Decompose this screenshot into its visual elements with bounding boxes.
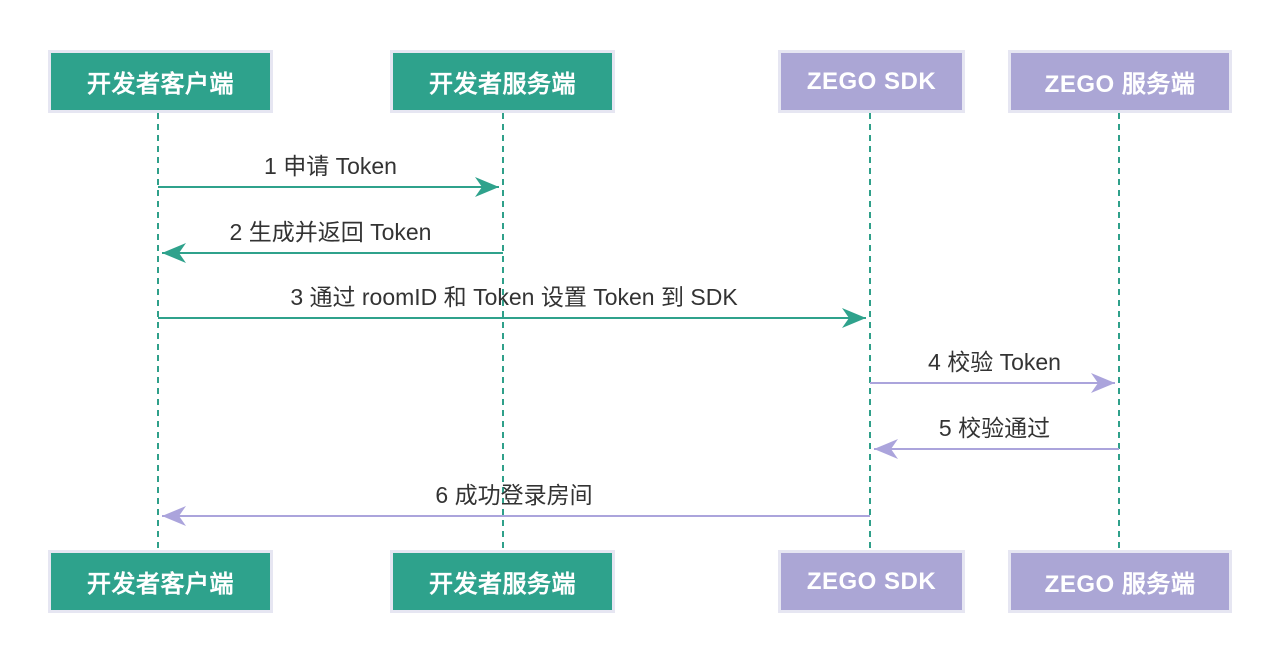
actor-top-developer-client: 开发者客户端 (48, 50, 273, 113)
actor-bottom-developer-server: 开发者服务端 (390, 550, 615, 613)
actor-bottom-zego-server: ZEGO 服务端 (1008, 550, 1232, 613)
actor-bottom-developer-client: 开发者客户端 (48, 550, 273, 613)
message-label-5: 5 校验通过 (938, 415, 1051, 441)
message-label-6: 6 成功登录房间 (435, 482, 593, 508)
message-label-2: 2 生成并返回 Token (229, 219, 432, 245)
message-label-4: 4 校验 Token (928, 349, 1061, 375)
lifeline-zego-sdk (869, 113, 871, 550)
actor-bottom-zego-sdk: ZEGO SDK (778, 550, 965, 613)
actor-top-developer-server: 开发者服务端 (390, 50, 615, 113)
lifeline-developer-server (502, 113, 504, 550)
lifeline-developer-client (157, 113, 159, 550)
message-label-3: 3 通过 roomID 和 Token 设置 Token 到 SDK (290, 284, 738, 310)
actor-top-zego-sdk: ZEGO SDK (778, 50, 965, 113)
actor-top-zego-server: ZEGO 服务端 (1008, 50, 1232, 113)
message-label-1: 1 申请 Token (264, 153, 397, 179)
lifeline-zego-server (1118, 113, 1120, 550)
